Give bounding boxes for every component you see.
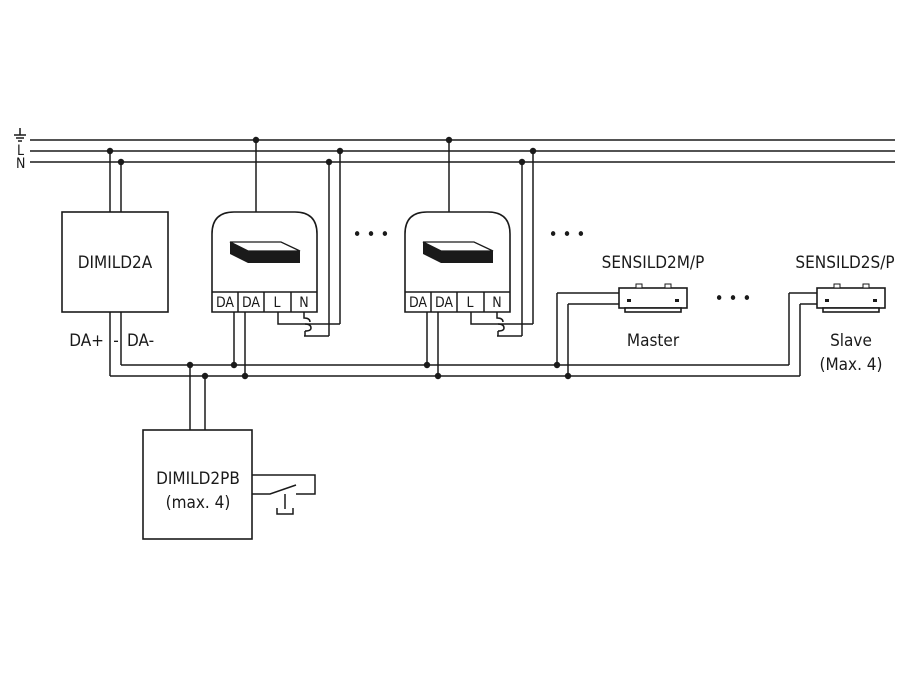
driver-2-terminal-l: L bbox=[466, 295, 473, 311]
ellipsis-3: • • • bbox=[715, 289, 752, 309]
push-button-interface: DIMILD2PB (max. 4) bbox=[142, 361, 316, 540]
power-supply-box bbox=[61, 211, 169, 313]
da-plus-label: DA+ bbox=[69, 331, 104, 351]
master-sensor-icon bbox=[618, 283, 688, 313]
slave-role-label: Slave bbox=[830, 331, 872, 351]
master-model-label: SENSILD2M/P bbox=[602, 253, 705, 273]
n-line-label: N bbox=[16, 156, 25, 172]
driver-2-module-icon bbox=[422, 241, 494, 263]
driver-1-module-icon bbox=[229, 241, 301, 263]
push-button-box bbox=[142, 429, 253, 540]
earth-icon bbox=[14, 128, 26, 142]
led-driver-2: DA DA L N bbox=[404, 136, 537, 380]
driver-2-terminal-da2: DA bbox=[435, 295, 453, 311]
sensor-master: SENSILD2M/P Master bbox=[553, 253, 705, 380]
driver-1-terminal-l: L bbox=[273, 295, 280, 311]
push-button-name: DIMILD2PB bbox=[156, 469, 240, 489]
led-driver-1: DA DA L N bbox=[211, 136, 344, 380]
power-supply-dimild2a: DIMILD2A DA+ - DA- bbox=[61, 147, 169, 376]
sensor-slave: SENSILD2S/P Slave (Max. 4) bbox=[788, 253, 895, 376]
driver-1-terminal-da1: DA bbox=[216, 295, 234, 311]
slave-sensor-icon bbox=[816, 283, 886, 313]
l-line-label: L bbox=[17, 143, 24, 159]
ellipsis-2: • • • bbox=[549, 225, 586, 245]
da-separator: - bbox=[113, 331, 119, 351]
dali-bus bbox=[110, 364, 800, 377]
power-supply-name: DIMILD2A bbox=[78, 253, 153, 273]
driver-1-terminal-n: N bbox=[299, 295, 308, 311]
slave-max-note: (Max. 4) bbox=[820, 355, 883, 375]
driver-1-terminal-da2: DA bbox=[242, 295, 260, 311]
push-switch-icon bbox=[252, 474, 316, 515]
master-role-label: Master bbox=[627, 331, 680, 351]
ellipsis-1: • • • bbox=[353, 225, 390, 245]
driver-2-terminal-n: N bbox=[492, 295, 501, 311]
mains-bus: L N bbox=[14, 128, 895, 172]
driver-2-terminal-da1: DA bbox=[409, 295, 427, 311]
da-minus-label: DA- bbox=[127, 331, 154, 351]
slave-model-label: SENSILD2S/P bbox=[795, 253, 894, 273]
push-button-note: (max. 4) bbox=[166, 493, 231, 513]
